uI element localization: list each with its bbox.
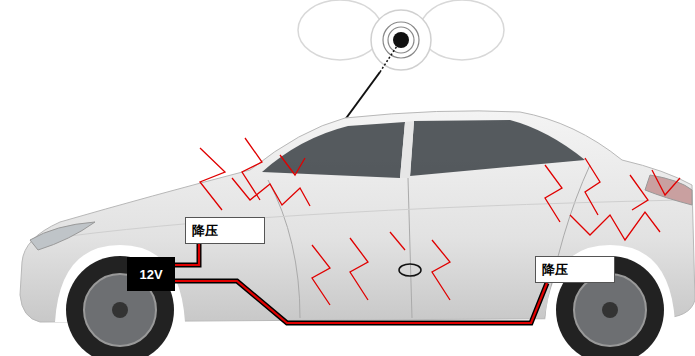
step-down-box: 降压: [185, 217, 265, 244]
box-label: 12V: [139, 267, 162, 282]
box-label: 降压: [192, 222, 218, 240]
wire-sheath: [175, 281, 547, 323]
step-down-box: 降压: [535, 256, 615, 283]
power-wire: [175, 244, 199, 265]
wire-core: [175, 281, 547, 323]
power-wire: [175, 281, 547, 323]
box-label: 降压: [542, 261, 568, 279]
wire-core: [175, 244, 199, 265]
voltage-source-box: 12V: [127, 257, 175, 291]
wire-sheath: [175, 244, 199, 265]
